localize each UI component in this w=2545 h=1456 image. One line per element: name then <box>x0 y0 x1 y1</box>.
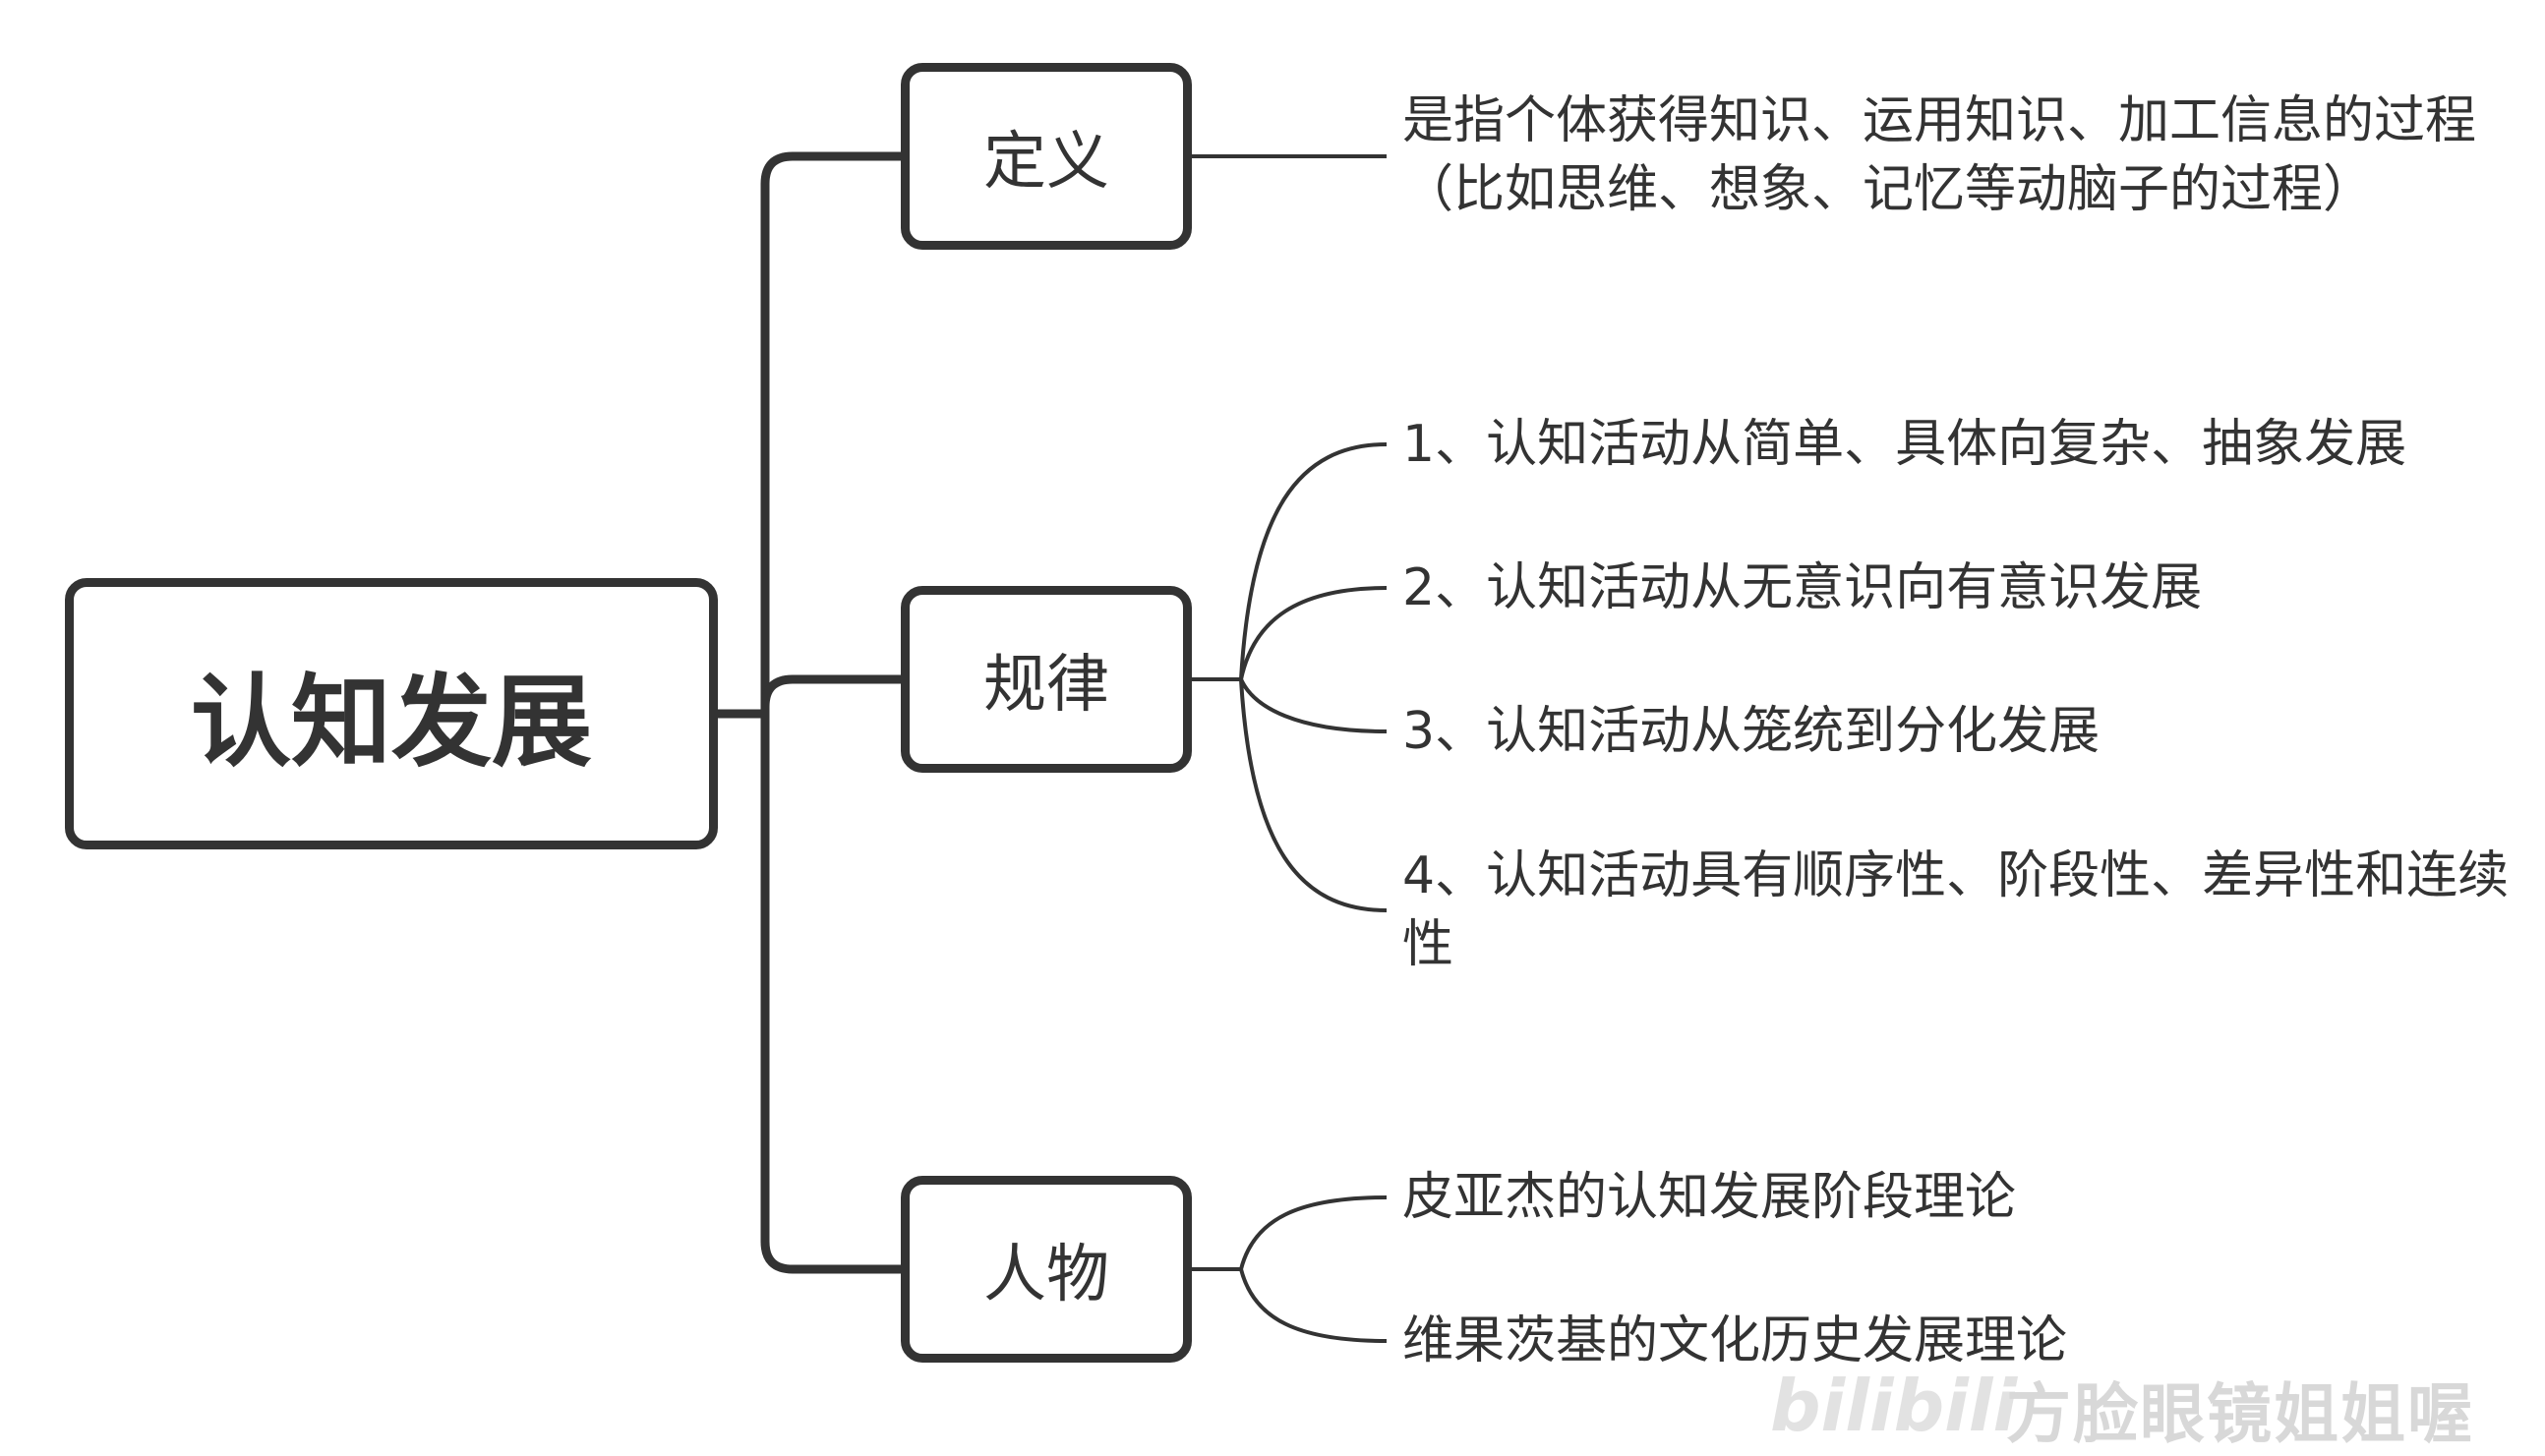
leaf-definition-text: 是指个体获得知识、运用知识、加工信息的过程（比如思维、想象、记忆等动脑子的过程） <box>1402 91 2477 219</box>
root-node[interactable]: 认知发展 <box>65 578 718 849</box>
branch-node-people[interactable]: 人物 <box>901 1176 1192 1363</box>
leaf-law-4: 4、认知活动具有顺序性、阶段性、差异性和连续性 <box>1402 846 2510 974</box>
connector-ppl-leaf-1 <box>1239 1195 1388 1270</box>
bilibili-logo: bilibili <box>1770 1365 2018 1447</box>
leaf-law-2: 2、认知活动从无意识向有意识发展 <box>1402 558 2203 617</box>
connector-law-leaf-4 <box>1239 678 1388 912</box>
leaf-person-1: 皮亚杰的认知发展阶段理论 <box>1402 1168 2017 1227</box>
connector-trunk-law <box>760 674 901 708</box>
leaf-law-3: 3、认知活动从笼统到分化发展 <box>1402 702 2101 761</box>
root-label: 认知发展 <box>191 664 592 782</box>
connector-trunk <box>760 151 901 1274</box>
branch-label: 定义 <box>983 126 1109 199</box>
branch-node-definition[interactable]: 定义 <box>901 63 1192 250</box>
branch-node-laws[interactable]: 规律 <box>901 586 1192 773</box>
connector-law-leaf-3 <box>1239 678 1388 733</box>
connector-law-leaf-2 <box>1239 586 1388 680</box>
connector-ppl-leaf-2 <box>1239 1268 1388 1343</box>
branch-label: 人物 <box>983 1239 1109 1311</box>
connector-law-leaf-1 <box>1239 442 1388 680</box>
watermark-text: 方脸眼镜姐姐喔 <box>2006 1376 2474 1452</box>
leaf-law-1: 1、认知活动从简单、具体向复杂、抽象发展 <box>1402 415 2407 474</box>
branch-label: 规律 <box>983 649 1109 722</box>
leaf-person-2: 维果茨基的文化历史发展理论 <box>1402 1311 2068 1370</box>
